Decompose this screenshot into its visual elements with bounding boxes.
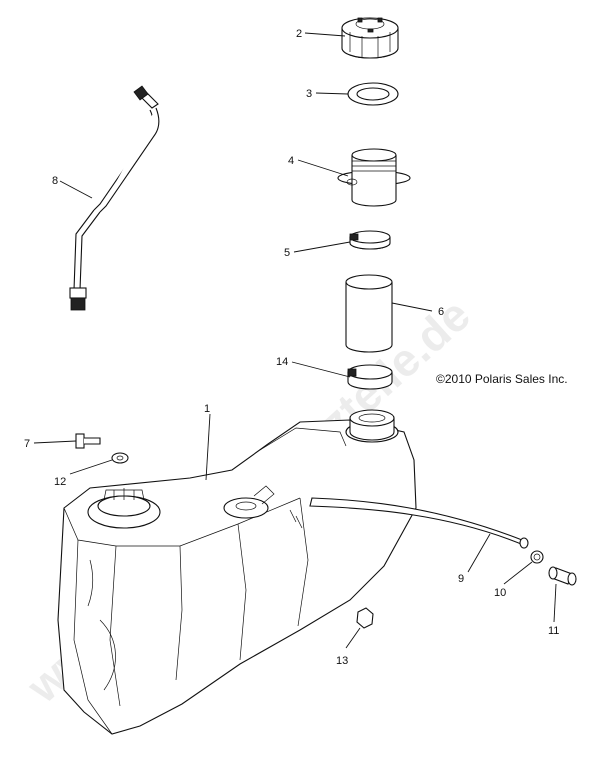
callout-6: 6 xyxy=(438,306,444,318)
callout-4: 4 xyxy=(288,155,294,167)
leader-lines xyxy=(33,32,557,649)
callout-10: 10 xyxy=(494,587,506,599)
callout-12: 12 xyxy=(54,476,66,488)
part-washer[interactable] xyxy=(111,452,129,464)
callout-14: 14 xyxy=(276,356,288,368)
copyright-text: ©2010 Polaris Sales Inc. xyxy=(436,372,568,386)
callout-8: 8 xyxy=(52,175,58,187)
callout-1: 1 xyxy=(204,403,210,415)
part-clamp-lower[interactable] xyxy=(347,364,393,390)
callout-3: 3 xyxy=(306,88,312,100)
callout-9: 9 xyxy=(458,573,464,585)
part-bolt[interactable] xyxy=(75,433,101,449)
part-clamp-upper[interactable] xyxy=(349,230,391,250)
part-valve[interactable] xyxy=(548,566,577,586)
callout-7: 7 xyxy=(24,438,30,450)
callout-11: 11 xyxy=(548,625,559,637)
part-hose-sleeve[interactable] xyxy=(345,274,393,353)
part-nut[interactable] xyxy=(356,607,374,629)
part-fuel-cap[interactable] xyxy=(341,17,399,59)
callout-5: 5 xyxy=(284,247,290,259)
callout-13: 13 xyxy=(336,655,348,667)
part-plug[interactable] xyxy=(530,550,544,564)
callout-2: 2 xyxy=(296,28,302,40)
part-hose[interactable] xyxy=(309,497,529,549)
part-gasket[interactable] xyxy=(347,82,399,106)
part-filler-neck[interactable] xyxy=(337,148,411,207)
part-vent-line[interactable] xyxy=(69,85,160,311)
callout-labels: 2 3 4 5 6 14 1 7 12 8 9 10 11 13 xyxy=(24,28,559,667)
